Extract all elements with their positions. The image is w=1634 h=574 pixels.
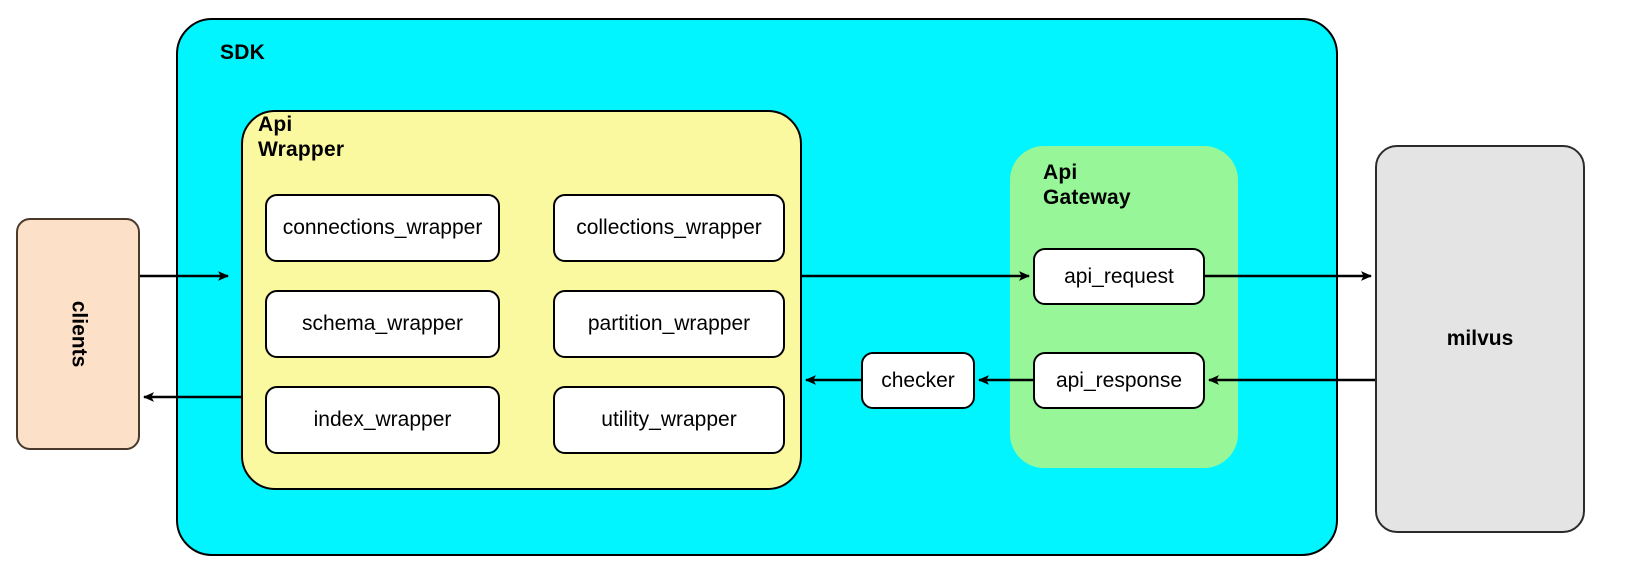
node-clients-label-wrap: clients — [18, 220, 138, 448]
group-sdk-label: SDK — [220, 41, 265, 64]
node-utility-wrapper[interactable]: utility_wrapper — [553, 386, 785, 454]
node-index-wrapper[interactable]: index_wrapper — [265, 386, 500, 454]
node-partition-wrapper[interactable]: partition_wrapper — [553, 290, 785, 358]
group-api-gateway — [1010, 146, 1238, 468]
node-checker[interactable]: checker — [861, 352, 975, 409]
node-milvus[interactable]: milvus — [1375, 145, 1585, 533]
group-api-gateway-label: Api Gateway — [1043, 161, 1131, 209]
node-connections-wrapper[interactable]: connections_wrapper — [265, 194, 500, 262]
node-api-request[interactable]: api_request — [1033, 248, 1205, 305]
node-schema-wrapper[interactable]: schema_wrapper — [265, 290, 500, 358]
node-clients-label: clients — [67, 300, 90, 368]
node-collections-wrapper[interactable]: collections_wrapper — [553, 194, 785, 262]
node-milvus-label: milvus — [1446, 327, 1514, 350]
node-api-response[interactable]: api_response — [1033, 352, 1205, 409]
node-clients[interactable]: clients — [16, 218, 140, 450]
group-api-wrapper-label: Api Wrapper — [258, 113, 345, 161]
